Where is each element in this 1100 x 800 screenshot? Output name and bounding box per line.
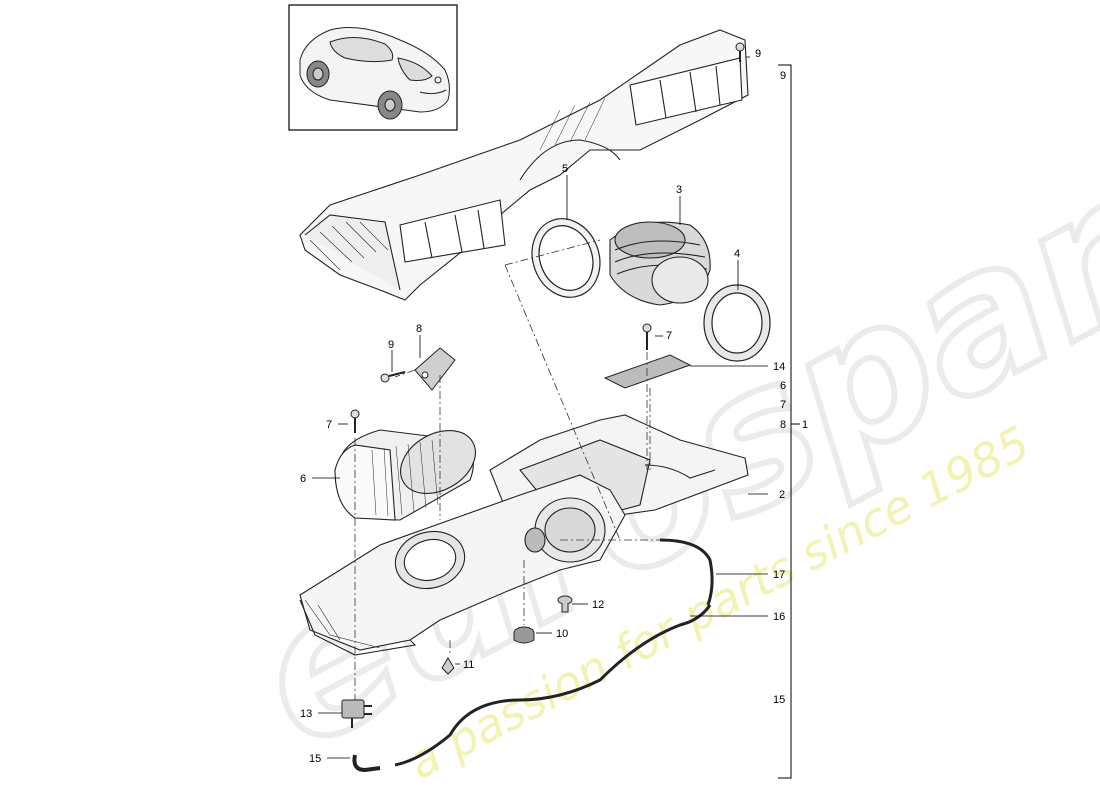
car-thumbnail — [288, 4, 458, 131]
bracket-list-top: 9 — [780, 70, 786, 82]
filter-housing — [299, 474, 626, 656]
callout-7-left: 7 — [326, 419, 332, 431]
assembly-lines — [354, 239, 660, 700]
hose-15-short — [352, 754, 381, 773]
clamp-ring-4 — [703, 284, 771, 362]
screw-7-right — [642, 323, 652, 350]
air-filter-6 — [334, 429, 476, 521]
bracket-list-item: 7 — [780, 399, 786, 411]
bracket-8 — [414, 347, 456, 391]
callout-3: 3 — [676, 184, 682, 196]
sealing-ring-5 — [531, 218, 601, 298]
callout-2: 2 — [779, 489, 785, 501]
valve-13 — [341, 699, 372, 728]
callout-4: 4 — [734, 248, 740, 260]
car-coupe-icon — [299, 27, 450, 120]
callout-15-left: 15 — [309, 753, 321, 765]
callout-10: 10 — [556, 628, 568, 640]
hose-16 — [394, 604, 712, 767]
callout-16: 16 — [773, 611, 785, 623]
callout-7-right: 7 — [666, 330, 672, 342]
callout-8: 8 — [416, 323, 422, 335]
callout-5: 5 — [562, 163, 568, 175]
bracket-list-bottom: 15 — [773, 694, 785, 706]
clip-11 — [441, 657, 455, 675]
callout-11: 11 — [463, 659, 474, 671]
screw-12 — [557, 595, 573, 613]
bracket-list-item: 6 — [780, 380, 786, 392]
callout-9-left: 9 — [388, 339, 394, 351]
hose-17 — [659, 538, 714, 606]
callout-13: 13 — [300, 708, 312, 720]
leader-lines — [312, 56, 768, 759]
callout-17: 17 — [773, 569, 785, 581]
screw-9-top — [735, 42, 745, 62]
screw-9-left — [380, 371, 406, 383]
bracket-list-group: 1 — [802, 419, 808, 431]
bracket-list-item: 8 — [780, 419, 786, 431]
callouts: 9 5 3 4 8 7 9 7 6 2 17 12 16 10 11 13 15 — [300, 48, 785, 765]
bracket-line — [778, 64, 800, 779]
grommet-10 — [513, 626, 535, 644]
bracket-list-item: 14 — [773, 361, 785, 373]
callout-12: 12 — [592, 599, 604, 611]
callout-9-top: 9 — [755, 48, 761, 60]
bracket-list: 9 14 6 7 8 1 15 — [773, 70, 808, 706]
screw-7-left — [350, 409, 360, 433]
bellows-hose-3 — [609, 221, 711, 306]
callout-6: 6 — [300, 473, 306, 485]
cover-plate-14 — [603, 354, 692, 389]
upper-air-duct — [299, 29, 749, 301]
